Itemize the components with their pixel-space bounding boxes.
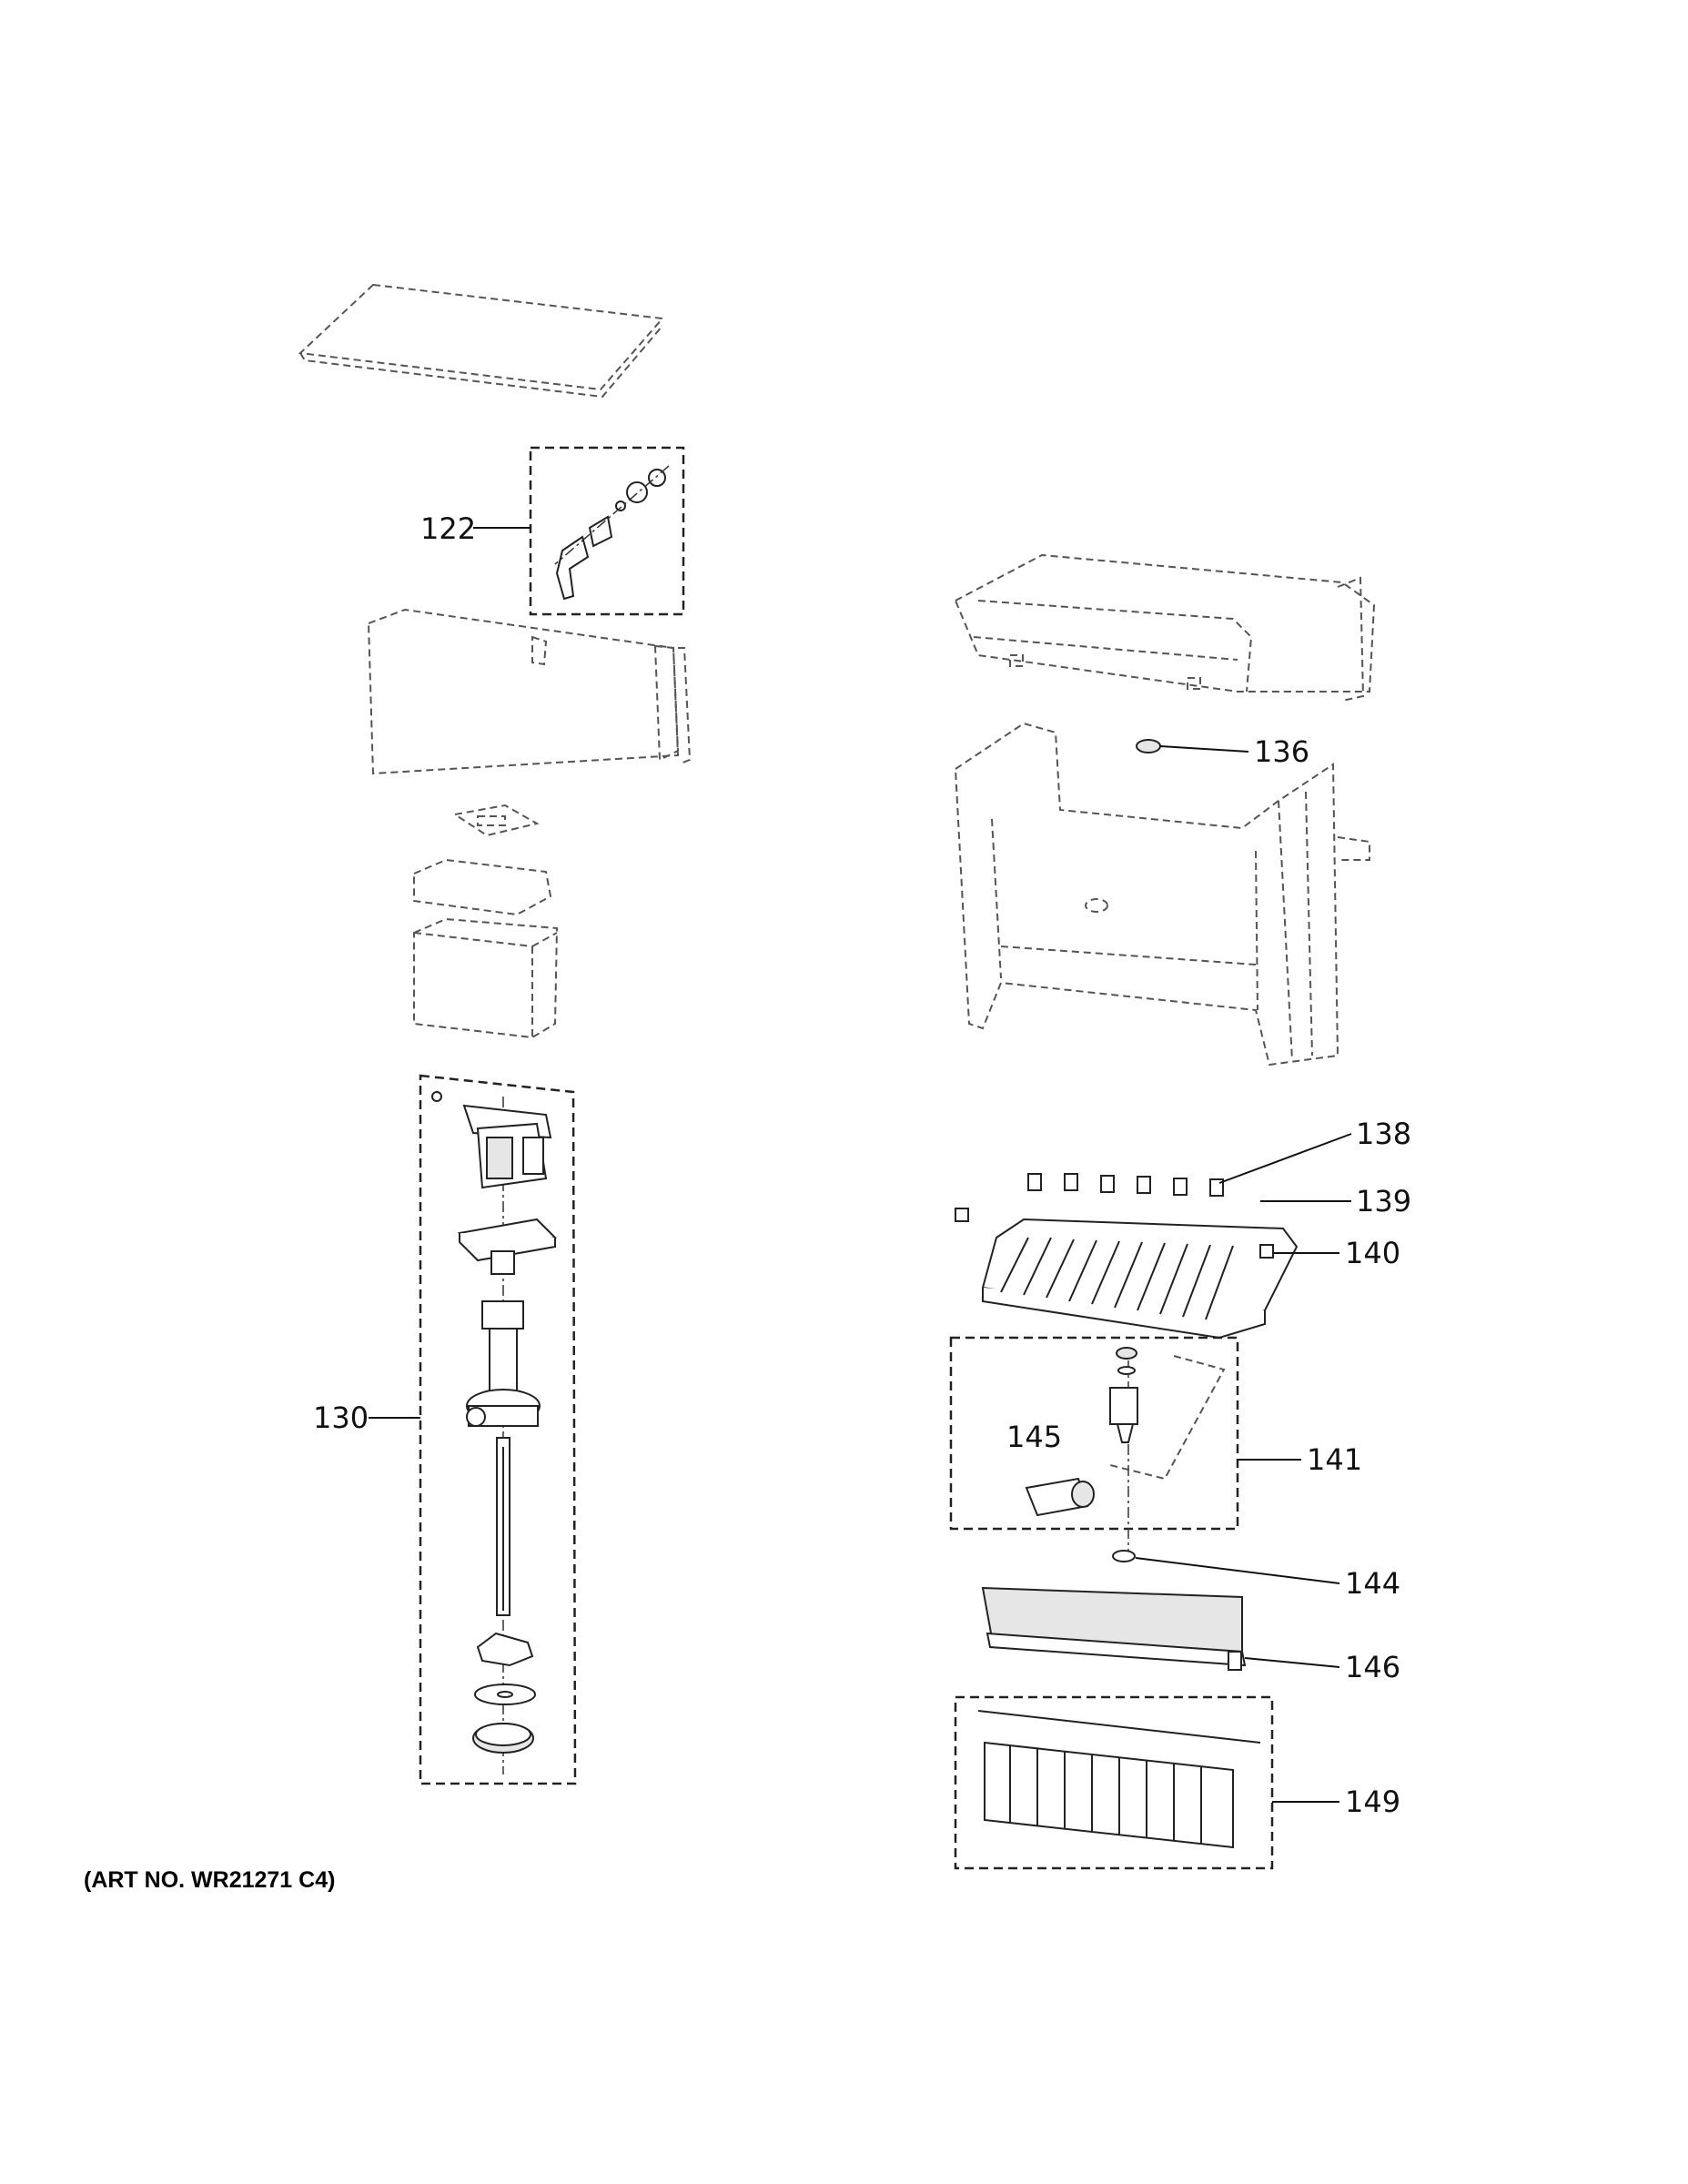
art-number: (ART NO. WR21271 C4) bbox=[84, 1867, 335, 1893]
callout-box-122 bbox=[529, 446, 685, 616]
auger-base-grille bbox=[472, 1723, 534, 1754]
callout-149: 149 bbox=[1345, 1785, 1400, 1819]
motor-with-fan bbox=[431, 1091, 552, 1189]
fill-tube-145 bbox=[1025, 1477, 1095, 1517]
callout-146: 146 bbox=[1345, 1650, 1400, 1684]
callout-144: 144 bbox=[1345, 1566, 1400, 1601]
callout-136: 136 bbox=[1254, 734, 1309, 769]
callout-box-149 bbox=[954, 1695, 1274, 1870]
auger-blade bbox=[476, 1632, 534, 1667]
callout-138: 138 bbox=[1356, 1117, 1411, 1151]
thermostat-clips-138 bbox=[1027, 1173, 1224, 1197]
callout-141: 141 bbox=[1307, 1442, 1362, 1477]
callout-122: 122 bbox=[420, 511, 476, 546]
callout-145: 145 bbox=[1006, 1420, 1062, 1454]
grommet-136 bbox=[1136, 739, 1161, 753]
cover-plate-upper bbox=[413, 858, 552, 916]
callout-box-130 bbox=[419, 1074, 577, 1785]
washer-large bbox=[474, 1684, 536, 1705]
shutoff-arm-146 bbox=[981, 1586, 1247, 1671]
top-cover-panel bbox=[298, 283, 665, 399]
ejector-blade-row bbox=[984, 1741, 1234, 1849]
motor-housing-box bbox=[413, 917, 559, 1039]
clip-140 bbox=[955, 1208, 1274, 1259]
washer-144 bbox=[1112, 1550, 1136, 1562]
upper-frame-assembly bbox=[954, 553, 1376, 702]
ice-bucket-housing bbox=[954, 722, 1370, 1067]
callout-box-141 bbox=[949, 1336, 1239, 1556]
fill-cup-valve bbox=[1109, 1347, 1138, 1443]
ice-maker-mold-139 bbox=[981, 1218, 1299, 1340]
gasket-small bbox=[452, 804, 540, 837]
auger-shaft bbox=[496, 1437, 510, 1616]
liner-wall-left bbox=[367, 608, 692, 775]
callout-139: 139 bbox=[1356, 1184, 1411, 1218]
auger-bearing-tube bbox=[466, 1300, 541, 1427]
callout-130: 130 bbox=[313, 1400, 369, 1435]
fastener-kit-122 bbox=[554, 465, 670, 601]
motor-mount-plate bbox=[457, 1218, 558, 1275]
callout-140: 140 bbox=[1345, 1236, 1400, 1270]
leader-lines bbox=[369, 527, 1352, 1803]
